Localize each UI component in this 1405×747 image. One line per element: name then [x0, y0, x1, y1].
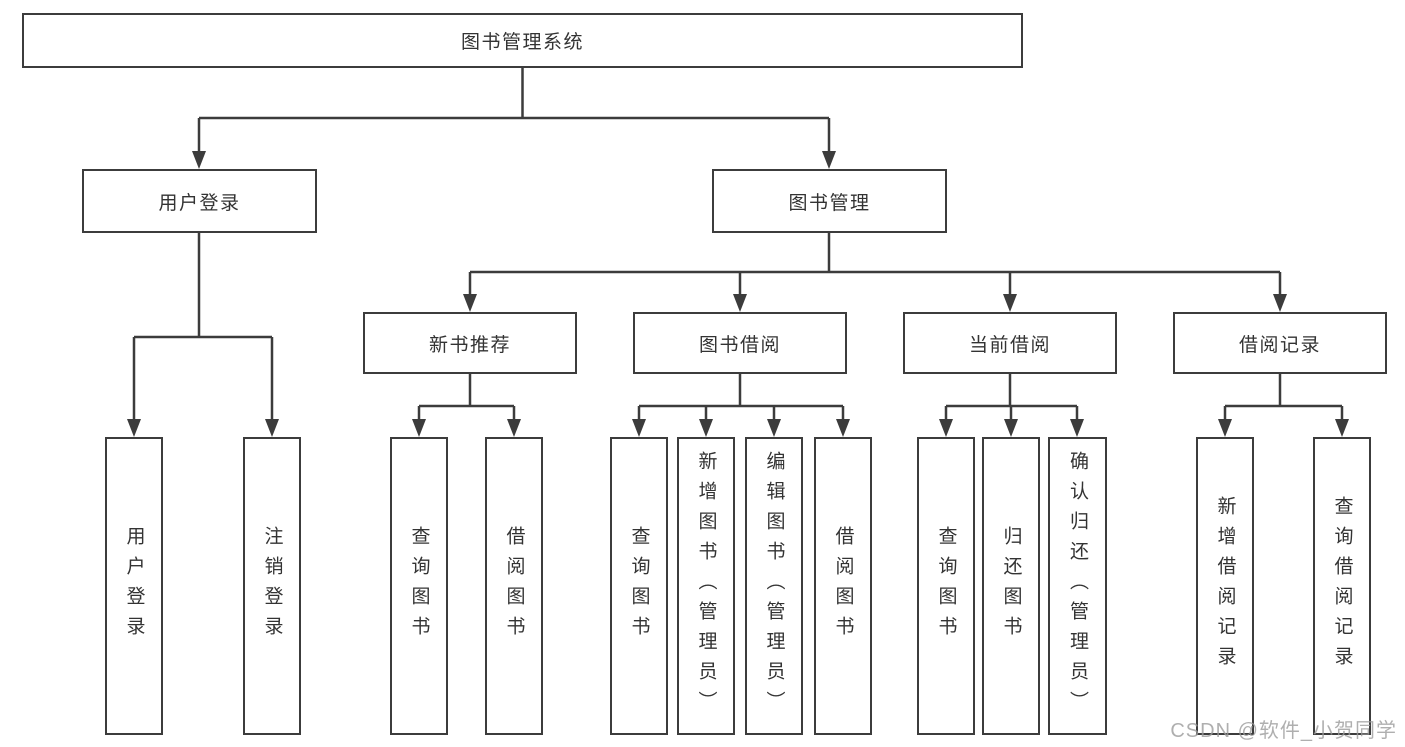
leaf-edit-book-admin: 编辑图书（管理员） — [745, 437, 803, 735]
leaf-add-book-admin-label: 新增图书（管理员） — [695, 451, 717, 721]
node-root: 图书管理系统 — [22, 13, 1023, 68]
leaf-borrow-books: 借阅图书 — [814, 437, 872, 735]
node-book-management: 图书管理 — [712, 169, 947, 233]
node-user-login-label: 用户登录 — [158, 192, 241, 214]
leaf-query-books-current: 查询图书 — [917, 437, 975, 735]
leaf-borrow-books-recommend: 借阅图书 — [485, 437, 543, 735]
leaf-query-books-borrow-label: 查询图书 — [628, 526, 650, 646]
node-new-book-recommend-label: 新书推荐 — [428, 334, 511, 356]
leaf-query-borrow-record-label: 查询借阅记录 — [1331, 496, 1353, 676]
leaf-add-book-admin: 新增图书（管理员） — [677, 437, 735, 735]
node-user-login: 用户登录 — [82, 169, 317, 233]
node-current-borrow-label: 当前借阅 — [968, 334, 1051, 356]
node-borrow-records: 借阅记录 — [1173, 312, 1387, 374]
connector-stems — [132, 68, 1344, 420]
leaf-logout-login-label: 注销登录 — [261, 526, 283, 646]
leaf-edit-book-admin-label: 编辑图书（管理员） — [763, 451, 785, 721]
leaf-query-books-current-label: 查询图书 — [935, 526, 957, 646]
node-book-management-label: 图书管理 — [788, 192, 871, 214]
leaf-query-books-recommend: 查询图书 — [390, 437, 448, 735]
leaf-confirm-return-admin-label: 确认归还（管理员） — [1067, 451, 1088, 721]
leaf-confirm-return-admin: 确认归还（管理员） — [1048, 437, 1107, 735]
node-current-borrow: 当前借阅 — [903, 312, 1117, 374]
watermark: CSDN @软件_小贺同学 — [1170, 720, 1397, 742]
leaf-add-borrow-record: 新增借阅记录 — [1196, 437, 1254, 735]
leaf-return-books-label: 归还图书 — [1000, 526, 1022, 646]
leaf-add-borrow-record-label: 新增借阅记录 — [1214, 496, 1236, 676]
node-borrow-records-label: 借阅记录 — [1238, 334, 1321, 356]
leaf-user-login-label: 用户登录 — [123, 526, 145, 646]
node-root-label: 图书管理系统 — [460, 32, 584, 53]
node-book-borrow-label: 图书借阅 — [698, 334, 781, 356]
leaf-return-books: 归还图书 — [982, 437, 1040, 735]
leaf-query-borrow-record: 查询借阅记录 — [1313, 437, 1371, 735]
leaf-query-books-recommend-label: 查询图书 — [408, 526, 430, 646]
arrowhead-icons — [127, 151, 1349, 437]
leaf-logout-login: 注销登录 — [243, 437, 301, 735]
leaf-user-login: 用户登录 — [105, 437, 163, 735]
node-new-book-recommend: 新书推荐 — [363, 312, 577, 374]
leaf-borrow-books-recommend-label: 借阅图书 — [503, 526, 525, 646]
node-book-borrow: 图书借阅 — [633, 312, 847, 374]
leaf-borrow-books-label: 借阅图书 — [832, 526, 854, 646]
leaf-query-books-borrow: 查询图书 — [610, 437, 668, 735]
